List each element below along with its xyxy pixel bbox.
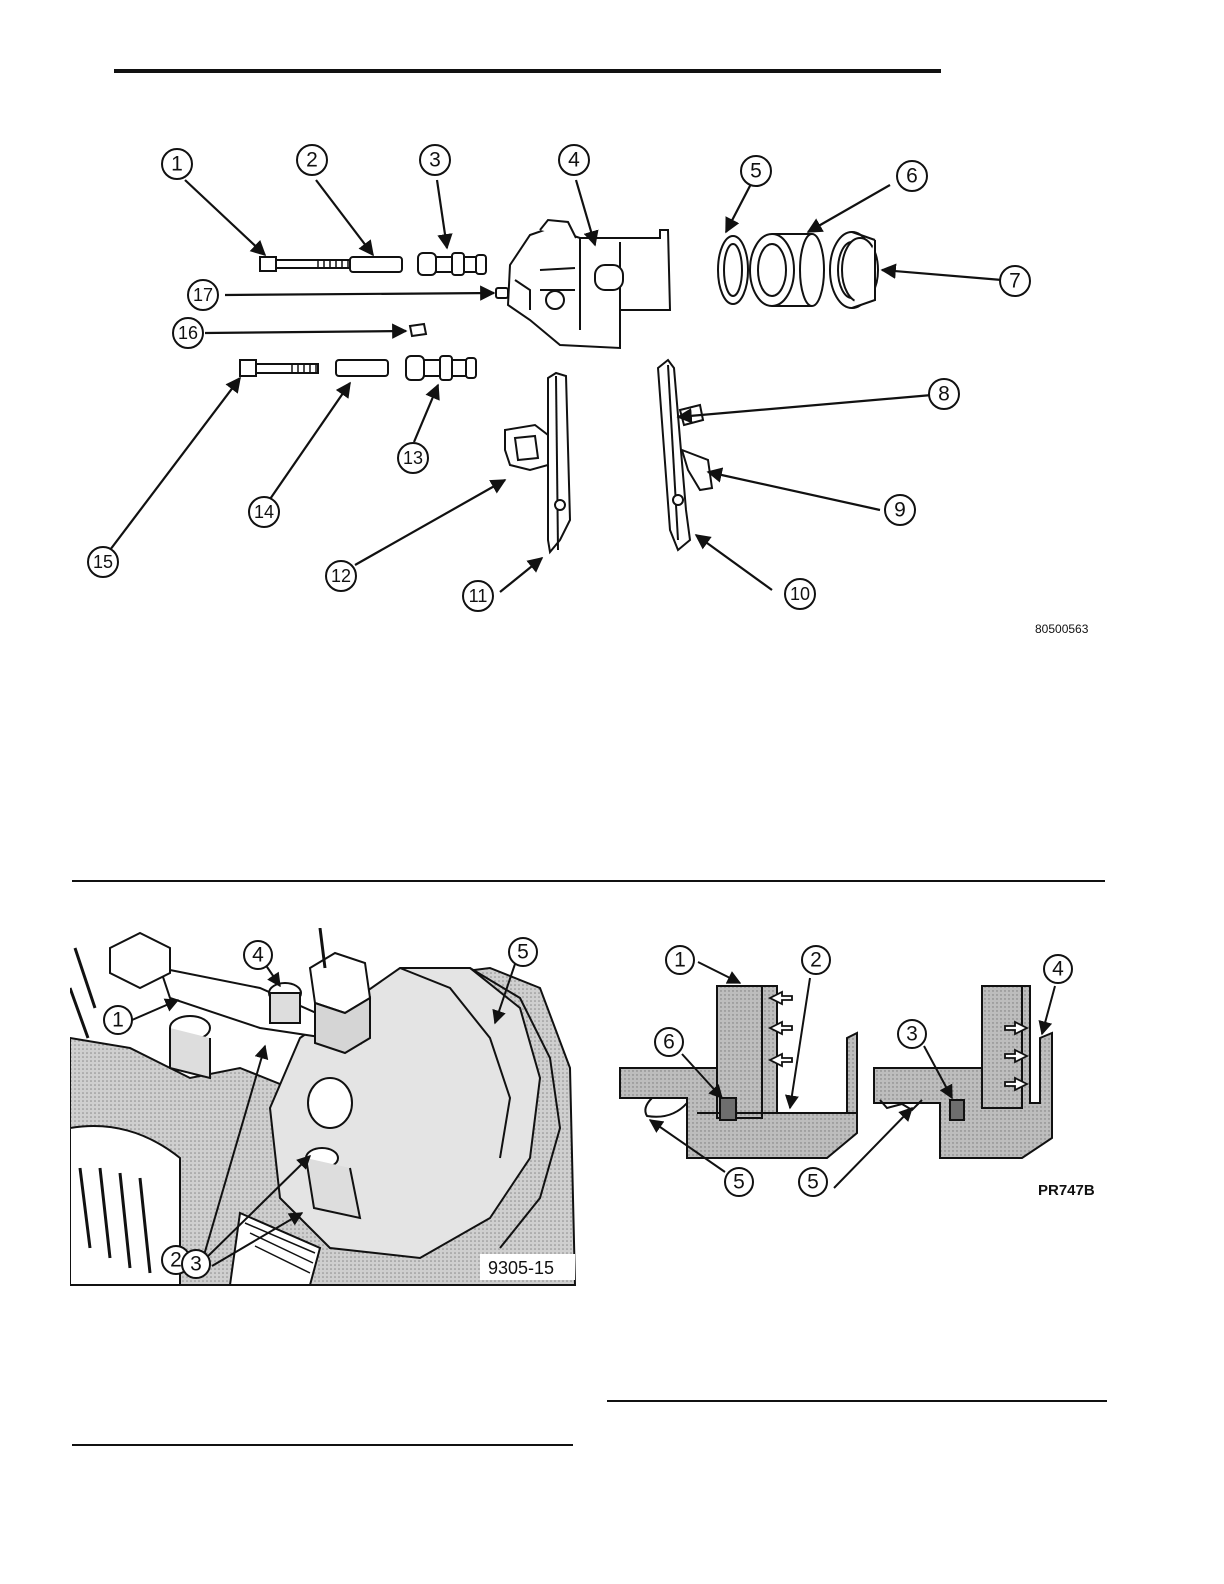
guide-pin-bolt-lower	[240, 360, 318, 376]
bushing-upper	[418, 253, 486, 275]
bleeder-cap	[410, 324, 426, 336]
figure-id-PR747B: PR747B	[1038, 1182, 1095, 1199]
shoe-retainer-clip-outboard	[682, 450, 712, 490]
callout-1: 1	[112, 1009, 124, 1032]
callout-16: 16	[178, 323, 198, 343]
callout-2: 2	[306, 149, 318, 172]
piston	[750, 234, 824, 306]
callout-10: 10	[790, 584, 810, 604]
callout-3: 3	[906, 1023, 918, 1046]
outboard-brake-shoe	[658, 360, 712, 550]
caliper-exploded-drawing: 1 2 3 4 5 6 7 8 9 10 11 12 13 14 15 16 1…	[60, 120, 1110, 650]
right-column-rule	[607, 1400, 1107, 1402]
piston-seal-drawing: 1 2 3 4 5 5 6 PR747B	[612, 938, 1102, 1208]
section-rule	[72, 880, 1105, 882]
callout-8: 8	[938, 383, 950, 406]
callout-5: 5	[517, 941, 529, 964]
callout-1: 1	[171, 153, 183, 176]
left-column-rule	[72, 1444, 573, 1446]
callout-3: 3	[190, 1253, 202, 1276]
callout-9: 9	[894, 499, 906, 522]
caliper-bleeder-drawing: 1 2 3 4 5 9305-15	[70, 928, 585, 1288]
bushing-lower	[406, 356, 476, 380]
callout-4: 4	[568, 149, 580, 172]
callout-11: 11	[469, 586, 488, 606]
callout-3: 3	[429, 149, 441, 172]
callout-2: 2	[170, 1249, 182, 1272]
figure-id-80500563: 80500563	[1035, 622, 1089, 636]
figure-piston-seal-section: 1 2 3 4 5 5 6 PR747B	[612, 938, 1102, 1208]
caliper-housing	[508, 220, 670, 348]
callout-1: 1	[674, 949, 686, 972]
bleeder-screw	[496, 288, 508, 298]
figure-id-9305-15: 9305-15	[488, 1258, 554, 1278]
callout-5-right: 5	[807, 1171, 819, 1194]
sleeve-lower	[336, 360, 388, 376]
callout-4: 4	[252, 944, 264, 967]
header-rule	[114, 69, 941, 73]
callout-6: 6	[663, 1031, 675, 1054]
callout-4: 4	[1052, 958, 1064, 981]
callout-15: 15	[93, 552, 113, 572]
callout-5: 5	[750, 160, 762, 183]
dust-boot	[830, 232, 878, 308]
figure-caliper-bleeder: 1 2 3 4 5 9305-15	[70, 928, 585, 1288]
callout-6: 6	[906, 165, 918, 188]
inboard-brake-shoe	[505, 373, 570, 552]
callout-2: 2	[810, 949, 822, 972]
callout-5-left: 5	[733, 1171, 745, 1194]
callout-14: 14	[254, 502, 274, 522]
figure-caliper-exploded: 1 2 3 4 5 6 7 8 9 10 11 12 13 14 15 16 1…	[60, 120, 1110, 650]
sleeve-upper	[350, 257, 402, 272]
callout-17: 17	[193, 285, 213, 305]
callout-7: 7	[1009, 270, 1021, 293]
callout-13: 13	[403, 448, 423, 468]
callout-12: 12	[331, 566, 351, 586]
